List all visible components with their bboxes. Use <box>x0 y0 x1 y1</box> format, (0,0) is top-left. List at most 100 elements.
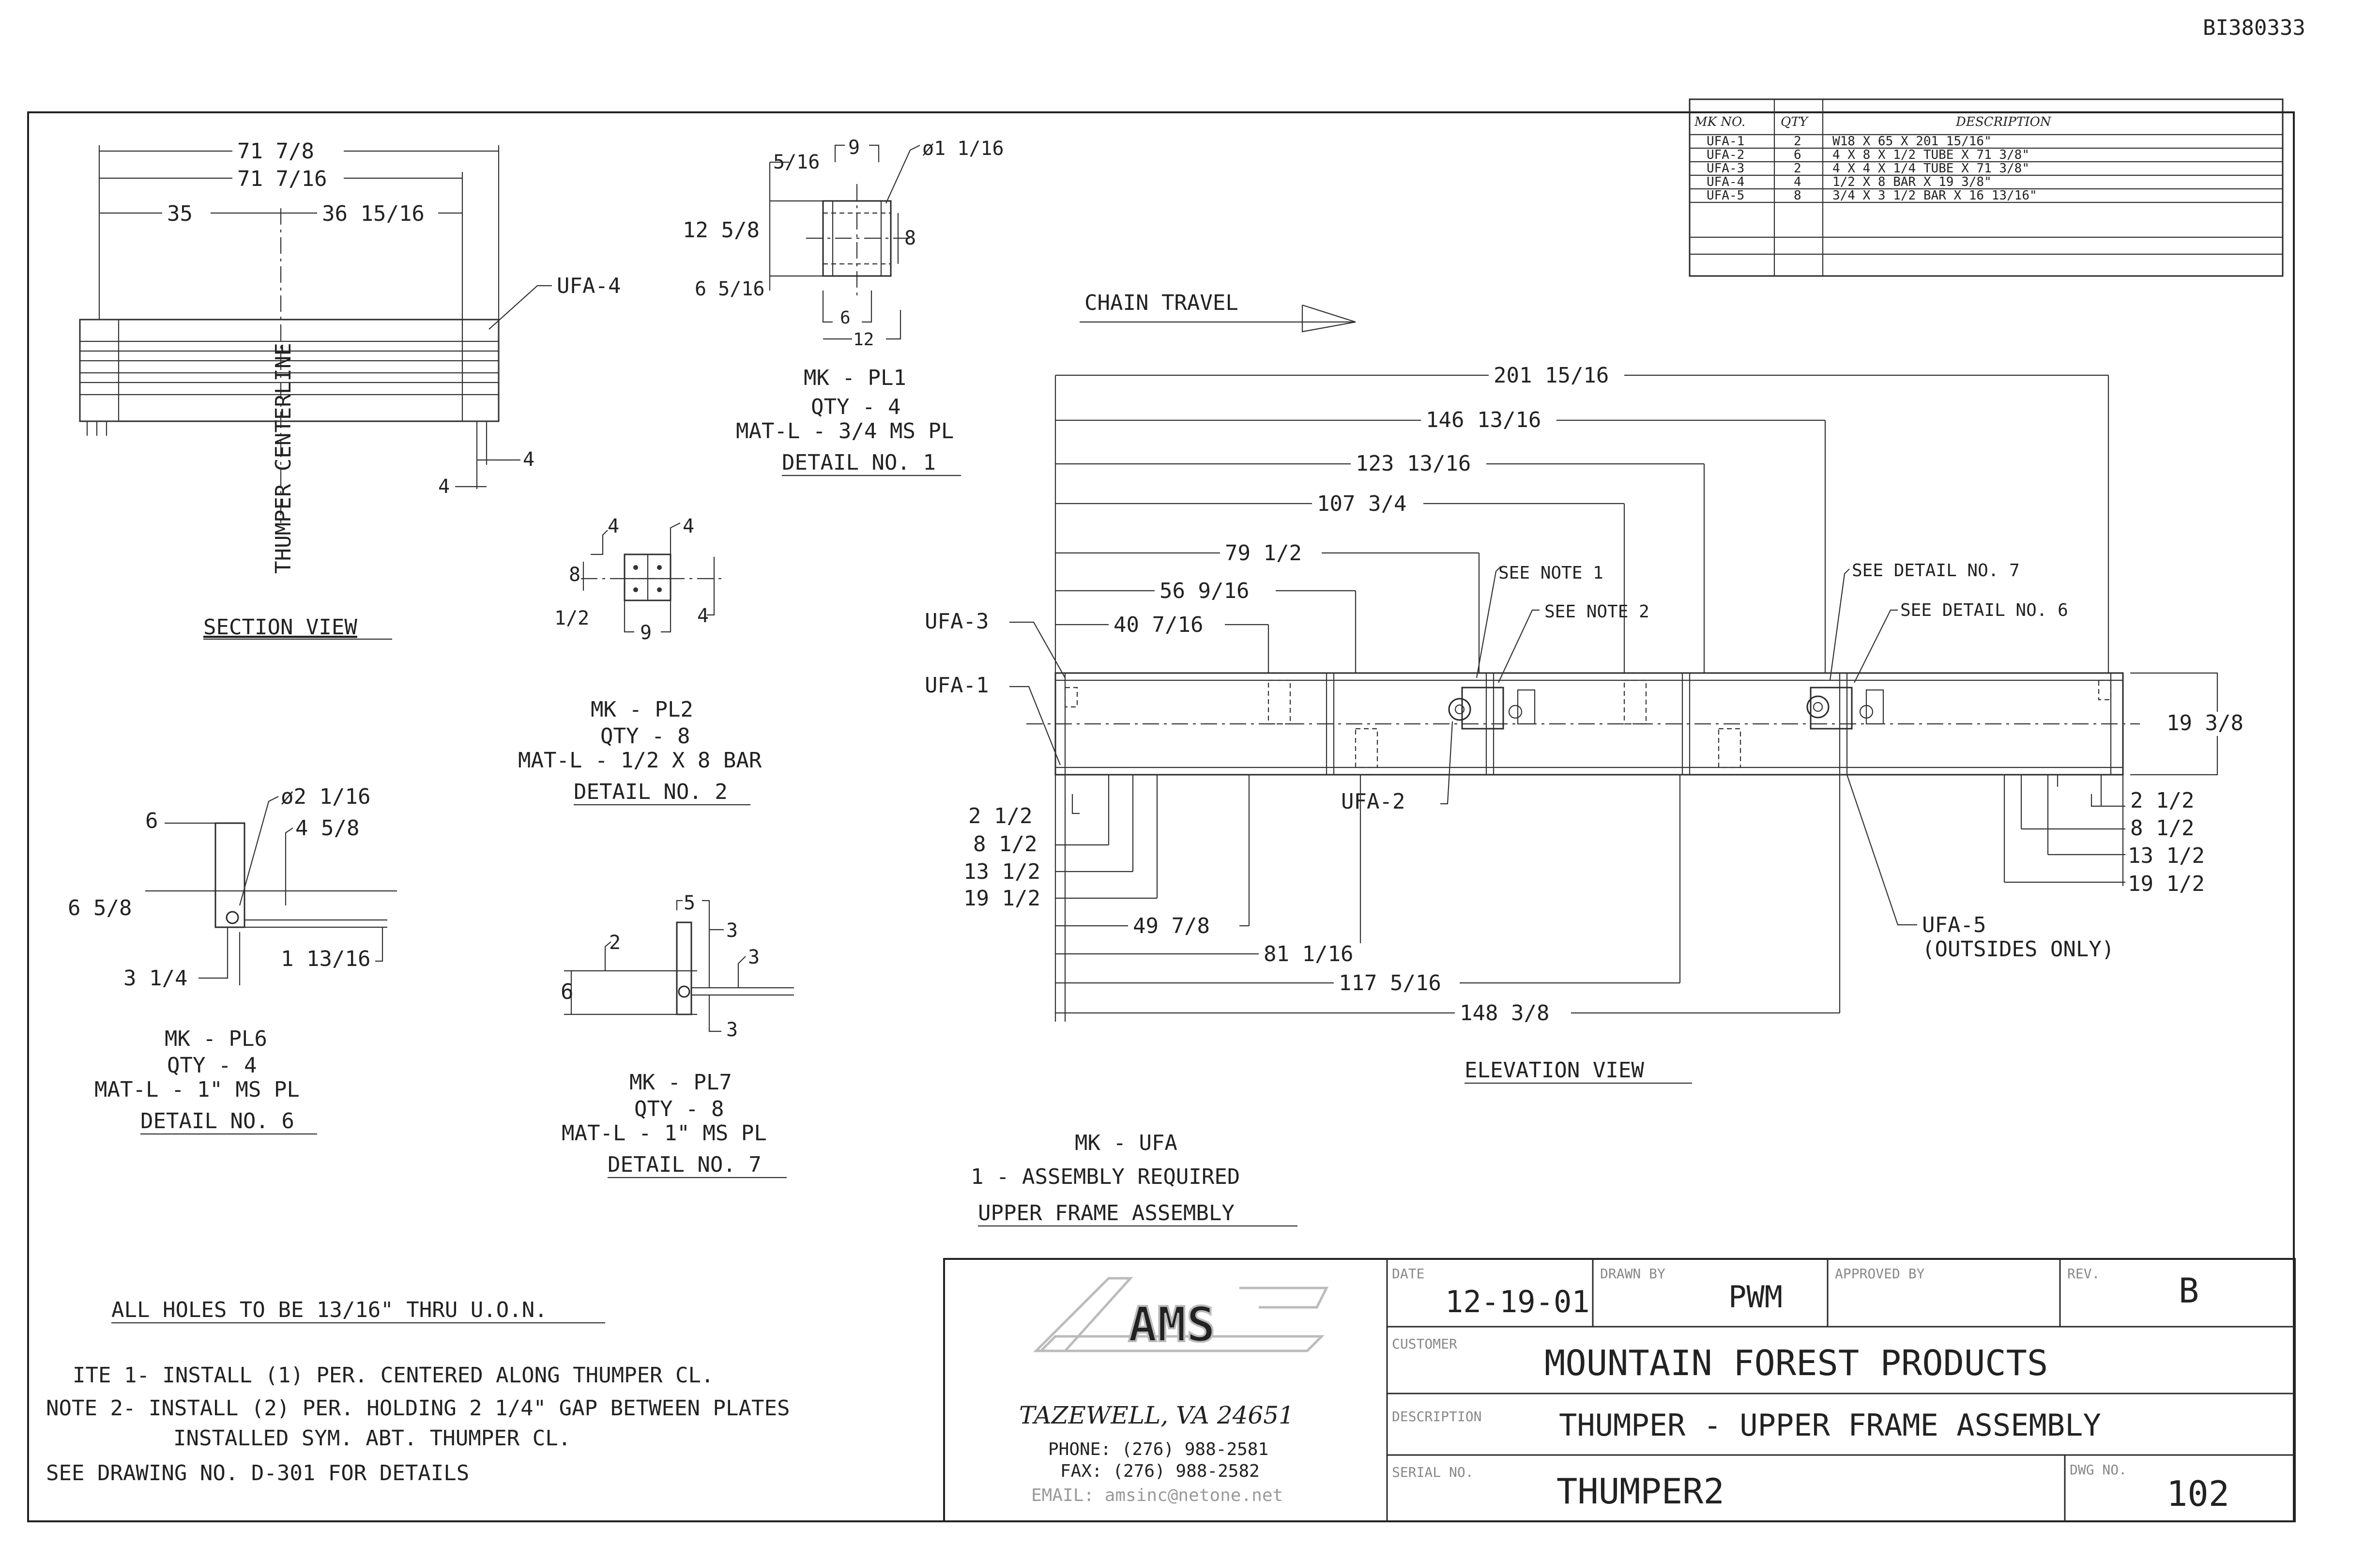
detail6-dim: 6 <box>145 809 158 833</box>
detail1-dim: 12 <box>853 330 874 350</box>
detail7-dim: 3 <box>726 1019 738 1041</box>
elev-height-dim: 19 3/8 <box>2166 711 2243 735</box>
detail7-line: QTY - 8 <box>634 1097 724 1121</box>
detail7-dim: 3 <box>726 919 738 942</box>
elevation-view-title: ELEVATION VIEW <box>1465 1058 1644 1083</box>
elev-left-dim: 2 1/2 <box>968 804 1032 828</box>
elev-left-dim: 19 1/2 <box>963 886 1040 911</box>
section-dim: 71 7/8 <box>237 139 314 164</box>
detail6-line: QTY - 4 <box>167 1053 257 1078</box>
callout-ufa1: UFA-1 <box>925 673 989 698</box>
bom-table: MK NO. QTY DESCRIPTION UFA-1 2 W18 X 65 … <box>1689 98 2284 277</box>
section-dim: 36 15/16 <box>322 201 425 226</box>
detail1-dim: 8 <box>904 227 916 249</box>
bom-row-desc: W18 X 65 X 201 15/16" <box>1832 134 1992 149</box>
detail2-title: DETAIL NO. 2 <box>574 780 728 804</box>
elev-right-dim: 13 1/2 <box>2128 843 2205 868</box>
bom-row-qty: 4 <box>1794 175 1801 189</box>
description-value: THUMPER - UPPER FRAME ASSEMBLY <box>1559 1408 2101 1443</box>
elev-bottom-dim: 117 5/16 <box>1339 971 1441 996</box>
assembly-title: UPPER FRAME ASSEMBLY <box>978 1201 1235 1225</box>
detail1-line: QTY - 4 <box>811 395 900 419</box>
title-block: AMS TAZEWELL, VA 24651 PHONE: (276) 988-… <box>943 1258 2296 1522</box>
thumper-centerline-label: THUMPER CENTERLINE <box>271 343 296 574</box>
date-value: 12-19-01 <box>1445 1284 1590 1319</box>
section-view: 71 7/8 71 7/16 35 36 15/16 THUMPER CENTE… <box>79 139 621 640</box>
callout-ufa3: UFA-3 <box>925 609 989 634</box>
serial-value: THUMPER2 <box>1556 1471 1724 1512</box>
dwg-no-value: 102 <box>2166 1473 2229 1514</box>
chain-travel-indicator: CHAIN TRAVEL <box>1080 291 1356 333</box>
elev-top-dim: 79 1/2 <box>1225 541 1302 566</box>
callout-see-detail7: SEE DETAIL NO. 7 <box>1852 561 2020 581</box>
bom-row-qty: 2 <box>1794 161 1801 176</box>
callout-see-detail6: SEE DETAIL NO. 6 <box>1900 600 2068 620</box>
elev-bottom-dim: 81 1/16 <box>1264 942 1353 966</box>
detail-7: 6 5 2 3 3 3 MK - PL7 QTY - 8 MAT-L - 1" … <box>561 892 794 1179</box>
doc-number: BI380333 <box>2203 15 2305 40</box>
elev-left-dim: 13 1/2 <box>963 859 1040 884</box>
assembly-required: 1 - ASSEMBLY REQUIRED <box>971 1164 1240 1189</box>
company-phone: PHONE: (276) 988-2581 <box>1048 1440 1268 1459</box>
note-1: ITE 1- INSTALL (1) PER. CENTERED ALONG T… <box>73 1363 714 1388</box>
elev-top-dim: 201 15/16 <box>1494 363 1609 388</box>
customer-value: MOUNTAIN FOREST PRODUCTS <box>1544 1343 2048 1383</box>
bom-row-desc: 1/2 X 8 BAR X 19 3/8" <box>1832 175 1992 189</box>
callout-ufa4: UFA-4 <box>557 274 621 298</box>
detail1-line: MAT-L - 3/4 MS PL <box>736 419 954 444</box>
detail7-dim: 6 <box>561 980 574 1004</box>
detail2-dim: 4 <box>608 515 619 537</box>
detail1-dim: 12 5/8 <box>683 218 760 243</box>
detail1-title: DETAIL NO. 1 <box>782 450 936 475</box>
note-2: NOTE 2- INSTALL (2) PER. HOLDING 2 1/4" … <box>46 1396 790 1421</box>
note-holes: ALL HOLES TO BE 13/16" THRU U.O.N. <box>111 1298 548 1322</box>
bom-row-desc: 4 X 4 X 1/4 TUBE X 71 3/8" <box>1832 161 2029 176</box>
detail-6: 6 ø2 1/16 4 5/8 6 5/8 3 1/4 1 13/16 MK -… <box>68 784 397 1135</box>
elev-bottom-dim: 49 7/8 <box>1133 914 1210 938</box>
date-label: DATE <box>1392 1266 1424 1282</box>
callout-ufa5-note: (OUTSIDES ONLY) <box>1922 937 2114 962</box>
rev-value: B <box>2179 1271 2199 1311</box>
drawn-by-label: DRAWN BY <box>1600 1266 1665 1282</box>
detail1-dim: ø1 1/16 <box>922 138 1004 160</box>
callout-see-note2: SEE NOTE 2 <box>1544 602 1649 622</box>
dwg-no-label: DWG NO. <box>2070 1462 2127 1478</box>
elev-top-dim: 146 13/16 <box>1426 408 1541 432</box>
detail2-dim: 8 <box>569 564 580 586</box>
detail6-line: MAT-L - 1" MS PL <box>94 1077 300 1102</box>
bom-row-qty: 8 <box>1794 188 1801 203</box>
detail2-dim: 9 <box>640 622 652 644</box>
general-notes: ALL HOLES TO BE 13/16" THRU U.O.N. ITE 1… <box>46 1298 790 1486</box>
detail7-dim: 5 <box>684 892 695 914</box>
elev-right-dim: 8 1/2 <box>2130 816 2194 841</box>
rev-label: REV. <box>2067 1266 2100 1282</box>
detail6-title: DETAIL NO. 6 <box>140 1109 294 1133</box>
bom-row-mk: UFA-3 <box>1707 161 1744 176</box>
bom-row-mk: UFA-5 <box>1707 188 1744 203</box>
serial-label: SERIAL NO. <box>1392 1464 1474 1480</box>
bom-row-desc: 4 X 8 X 1/2 TUBE X 71 3/8" <box>1832 148 2029 162</box>
bom-header-desc: DESCRIPTION <box>1955 115 2052 129</box>
note-see-drawing: SEE DRAWING NO. D-301 FOR DETAILS <box>46 1461 469 1486</box>
note-2-cont: INSTALLED SYM. ABT. THUMPER CL. <box>173 1426 571 1451</box>
detail2-line: MK - PL2 <box>591 697 693 722</box>
callout-ufa5: UFA-5 <box>1922 913 1986 937</box>
detail6-dim: 1 13/16 <box>281 947 370 971</box>
elev-top-dim: 107 3/4 <box>1317 491 1406 516</box>
elev-right-dim: 2 1/2 <box>2130 788 2194 813</box>
detail2-dim: 4 <box>697 605 709 627</box>
elev-top-dim: 40 7/16 <box>1114 613 1203 637</box>
description-label: DESCRIPTION <box>1392 1409 1481 1424</box>
company-city: TAZEWELL, VA 24651 <box>1019 1401 1294 1429</box>
ams-logo: AMS <box>1033 1277 1329 1354</box>
approved-by-label: APPROVED BY <box>1835 1266 1925 1282</box>
detail7-line: MK - PL7 <box>629 1070 732 1095</box>
detail7-dim: 2 <box>609 932 621 954</box>
detail6-line: MK - PL6 <box>165 1026 267 1051</box>
bom-header-mk: MK NO. <box>1694 115 1745 129</box>
elevation-view: 201 15/16 146 13/16 123 13/16 107 3/4 79… <box>925 363 2258 1084</box>
detail1-dim: 9 <box>848 137 860 159</box>
elev-bottom-dim: 148 3/8 <box>1460 1001 1549 1026</box>
assembly-label: MK - UFA 1 - ASSEMBLY REQUIRED UPPER FRA… <box>971 1131 1297 1227</box>
detail7-dim: 3 <box>748 946 760 968</box>
